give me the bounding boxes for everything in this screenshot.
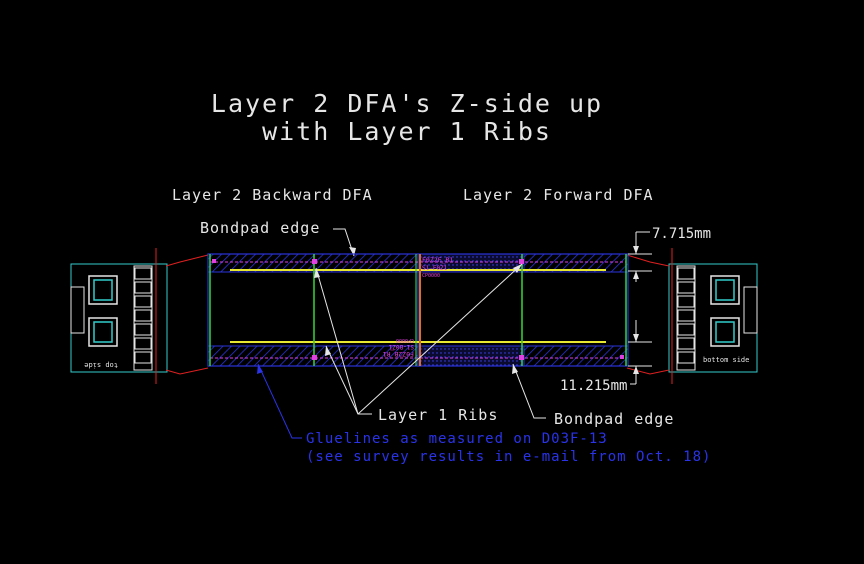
arrowhead-dim-bottom-b bbox=[633, 366, 639, 374]
sensor-assembly bbox=[207, 253, 629, 367]
leader-layer1-ribs bbox=[315, 263, 523, 415]
label-bottom-id: F0Z2B_R1 bbox=[383, 350, 414, 358]
arrowhead-dim-top-b bbox=[633, 271, 639, 279]
arrowhead-rib-3 bbox=[513, 264, 522, 273]
right-end-module bbox=[668, 248, 758, 384]
leader-gluelines bbox=[257, 363, 302, 439]
label-bottom-sub2: CP0000 bbox=[396, 337, 414, 343]
title-line2: with Layer 1 Ribs bbox=[262, 117, 552, 146]
dimension-bottom bbox=[628, 320, 652, 385]
dimension-top-label: 7.715mm bbox=[652, 226, 711, 242]
label-forward-dfa: Layer 2 Forward DFA bbox=[463, 186, 654, 204]
arrowhead-rib-2 bbox=[325, 346, 331, 356]
label-bottom-sub: S1-B0Z1 bbox=[388, 343, 414, 350]
leader-bondpad-bottom bbox=[512, 363, 546, 419]
arrowhead-dim-top-a bbox=[633, 246, 639, 254]
dimension-bottom-label: 11.215mm bbox=[560, 378, 627, 394]
arrowhead-gluelines bbox=[257, 364, 263, 374]
label-top-side: top side bbox=[84, 361, 118, 369]
arrowhead-dim-bottom-a bbox=[633, 334, 639, 342]
label-top-sub2: CP0000 bbox=[422, 273, 440, 279]
label-top-id: F0Z2F_R1 bbox=[422, 256, 453, 264]
left-end-module bbox=[70, 248, 168, 384]
label-gluelines-line2: (see survey results in e-mail from Oct. … bbox=[306, 449, 711, 465]
dimension-top bbox=[628, 231, 652, 282]
label-bondpad-edge-bottom: Bondpad edge bbox=[554, 410, 674, 428]
label-backward-dfa: Layer 2 Backward DFA bbox=[172, 186, 373, 204]
title-line1: Layer 2 DFA's Z-side up bbox=[211, 89, 603, 118]
label-top-sub: S1-F0Z1 bbox=[422, 265, 448, 272]
label-gluelines-line1: Gluelines as measured on D03F-13 bbox=[306, 431, 608, 447]
label-bottom-side: bottom side bbox=[703, 356, 749, 364]
label-bondpad-edge-top: Bondpad edge bbox=[200, 219, 320, 237]
label-layer1-ribs: Layer 1 Ribs bbox=[378, 406, 498, 424]
leader-bondpad-top bbox=[333, 228, 355, 257]
arrowhead-rib-1 bbox=[314, 268, 320, 278]
arrowhead-bondpad-bottom bbox=[512, 364, 518, 374]
